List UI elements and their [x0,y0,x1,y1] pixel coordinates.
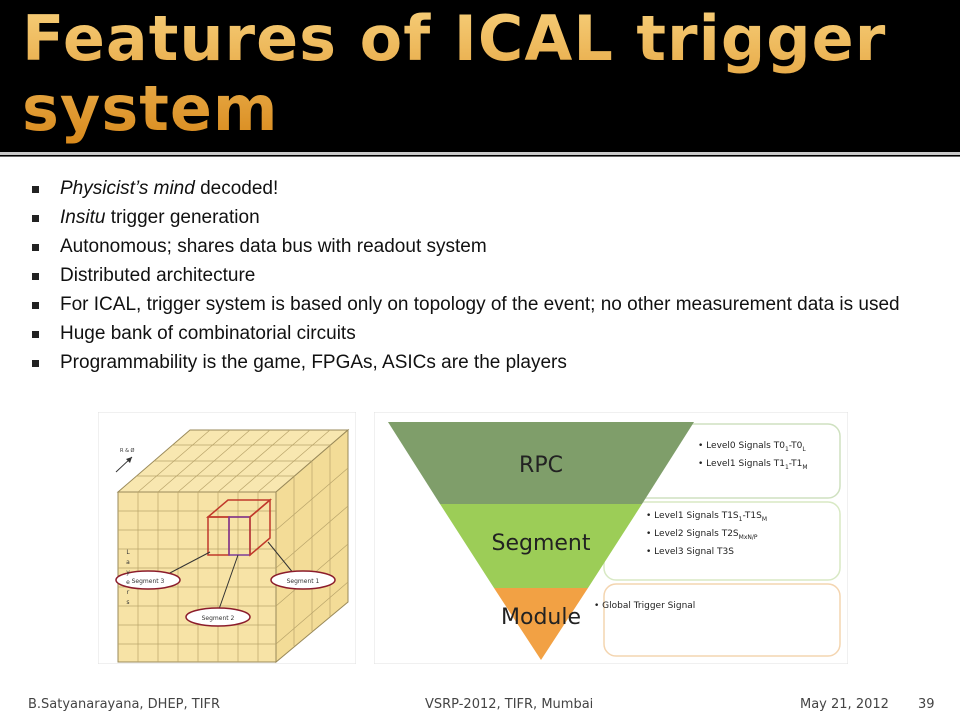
bullet-item: Huge bank of combinatorial circuits [30,319,930,348]
bullet-item: For ICAL, trigger system is based only o… [30,290,930,319]
bullet-square-icon [32,186,39,193]
layers-letter: r [127,589,130,596]
title-divider-shadow [0,156,960,157]
bullet-square-icon [32,273,39,280]
layers-letter: a [126,559,130,566]
trigger-hierarchy-figure: RPC Segment Module • Level0 Signals T01-… [374,412,848,664]
layers-letter: e [126,579,130,586]
title-divider [0,152,960,155]
bullet-square-icon [32,360,39,367]
layers-letter: L [126,549,130,556]
level-name-rpc: RPC [519,453,563,478]
detector-cube-figure: Segment 3 Segment 2 Segment 1 R & Ø L a … [98,412,356,664]
signal-segment-2: • Level3 Signal T3S [646,547,734,557]
level-name-module: Module [501,605,581,630]
signal-segment-1: • Level2 Signals T2SMxN/P [646,529,758,541]
segment-2-label: Segment 2 [202,615,235,622]
bullet-item: Autonomous; shares data bus with readout… [30,232,930,261]
footer-page-number: 39 [918,697,935,712]
signal-rpc-1: • Level1 Signals T11-T1M [698,459,808,471]
footer-date: May 21, 2012 [800,697,889,712]
signal-rpc-0: • Level0 Signals T01-T0L [698,441,806,453]
footer-event: VSRP-2012, TIFR, Mumbai [425,697,594,712]
bullet-square-icon [32,302,39,309]
footer-author: B.Satyanarayana, DHEP, TIFR [28,697,221,712]
layers-letter: s [126,599,129,606]
bullet-square-icon [32,331,39,338]
layers-letter: y [126,569,130,576]
segment-1-label: Segment 1 [287,578,320,585]
level-name-segment: Segment [492,531,591,556]
slide-content: Physicist’s mind decoded! Insitu trigger… [0,157,960,720]
bullet-list: Physicist’s mind decoded! Insitu trigger… [30,174,930,377]
slide-title: Features of ICAL trigger system [22,4,952,144]
bullet-square-icon [32,244,39,251]
bullet-item: Distributed architecture [30,261,930,290]
segment-3-label: Segment 3 [132,578,165,585]
axis-corner-label: R & Ø [120,447,135,454]
bullet-item: Insitu trigger generation [30,203,930,232]
bullet-item: Physicist’s mind decoded! [30,174,930,203]
signal-segment-0: • Level1 Signals T1S1-T1SM [646,511,767,523]
bullet-item: Programmability is the game, FPGAs, ASIC… [30,348,930,377]
signal-module-0: • Global Trigger Signal [594,601,695,611]
bullet-square-icon [32,215,39,222]
